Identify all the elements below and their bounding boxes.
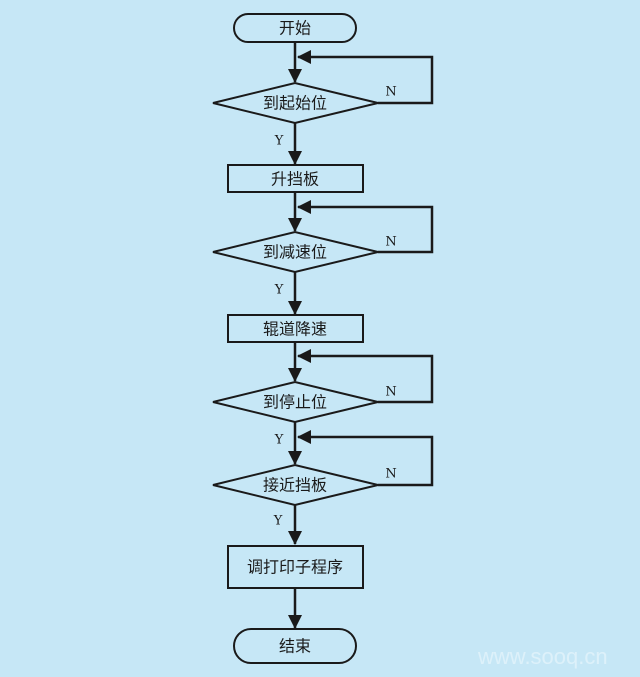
decision-decel-position: 到减速位 (212, 230, 379, 274)
yes-label: Y (274, 134, 284, 149)
decision-decel-position-label: 到减速位 (263, 243, 327, 262)
start-label: 开始 (279, 19, 311, 38)
process-call-print-subroutine-label: 调打印子程序 (247, 558, 343, 577)
no-label: N (385, 85, 396, 100)
decision-stop-position-label: 到停止位 (263, 393, 327, 412)
no-label: N (385, 467, 396, 482)
yes-label: Y (274, 283, 284, 298)
process-roller-slowdown: 辊道降速 (227, 314, 364, 343)
no-label: N (385, 235, 396, 250)
end-label: 结束 (279, 637, 311, 656)
no-label: N (385, 385, 396, 400)
connectors (288, 42, 434, 629)
process-raise-baffle: 升挡板 (227, 164, 364, 193)
process-roller-slowdown-label: 辊道降速 (263, 320, 327, 339)
yes-label: Y (274, 433, 284, 448)
decision-start-position-label: 到起始位 (263, 94, 327, 113)
decision-near-baffle: 接近挡板 (212, 463, 379, 507)
end-terminal: 结束 (233, 628, 357, 664)
process-call-print-subroutine: 调打印子程序 (227, 545, 364, 589)
process-raise-baffle-label: 升挡板 (271, 170, 319, 189)
yes-label: Y (273, 514, 283, 529)
decision-start-position: 到起始位 (212, 81, 379, 125)
decision-stop-position: 到停止位 (212, 380, 379, 424)
watermark: www.sooq.cn (477, 644, 608, 669)
decision-near-baffle-label: 接近挡板 (263, 476, 327, 495)
start-terminal: 开始 (233, 13, 357, 43)
